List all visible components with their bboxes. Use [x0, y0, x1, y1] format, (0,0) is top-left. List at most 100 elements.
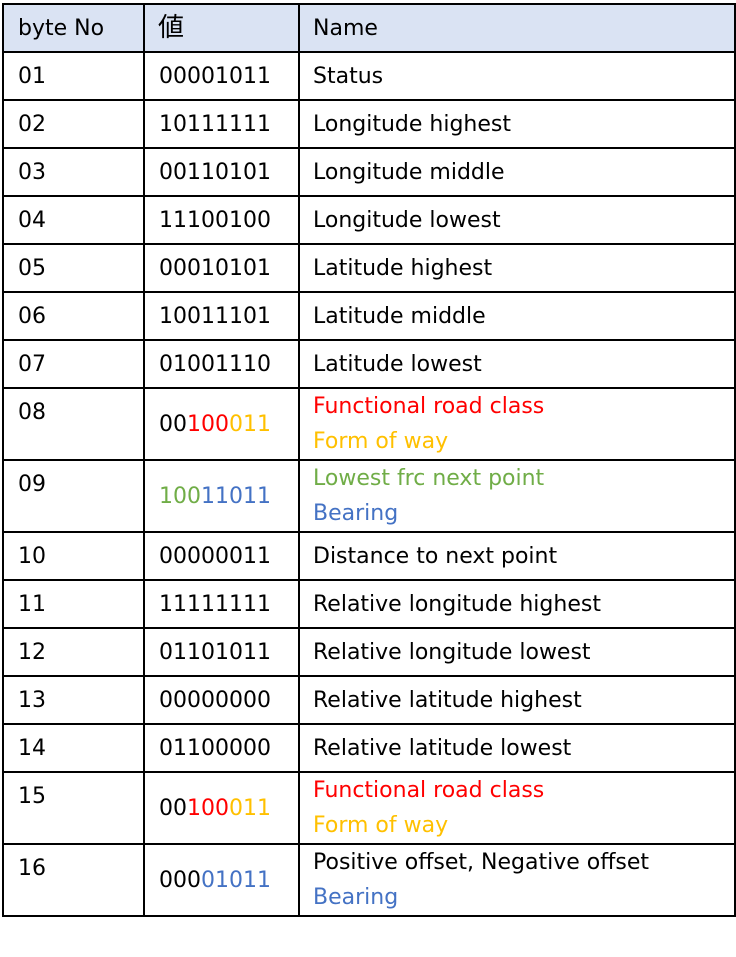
- value-segment: 011: [229, 411, 271, 437]
- value-cell: 11111111: [143, 579, 300, 629]
- name-cell: Longitude middle: [298, 147, 736, 197]
- value-cell: 00001011: [143, 843, 300, 917]
- name-cell: Relative latitude lowest: [298, 723, 736, 773]
- value-cell: 00100011: [143, 387, 300, 461]
- table-row: 04 11100100 Longitude lowest: [2, 195, 736, 245]
- header-name: Name: [298, 3, 736, 53]
- table-row: 14 01100000 Relative latitude lowest: [2, 723, 736, 773]
- name-line: Latitude highest: [313, 255, 493, 281]
- byte-no-cell: 12: [2, 627, 145, 677]
- name-line: Positive offset, Negative offset: [313, 850, 649, 875]
- value-segment: 01011: [201, 867, 271, 893]
- value-segment: 00: [159, 795, 187, 821]
- name-cell: Latitude highest: [298, 243, 736, 293]
- name-cell: Longitude highest: [298, 99, 736, 149]
- value-segment: 00000011: [159, 543, 271, 569]
- byte-no-cell: 13: [2, 675, 145, 725]
- value-cell: 11100100: [143, 195, 300, 245]
- value-cell: 01001110: [143, 339, 300, 389]
- name-line: Relative longitude lowest: [313, 639, 591, 665]
- value-segment: 01100000: [159, 735, 271, 761]
- value-segment: 00010101: [159, 255, 271, 281]
- byte-no-cell: 02: [2, 99, 145, 149]
- byte-no-cell: 14: [2, 723, 145, 773]
- table-header: byte No 値 Name: [2, 3, 736, 53]
- name-cell: Latitude lowest: [298, 339, 736, 389]
- value-segment: 00001011: [159, 63, 271, 89]
- value-segment: 100: [187, 795, 229, 821]
- name-cell: Relative latitude highest: [298, 675, 736, 725]
- header-byte-no: byte No: [2, 3, 145, 53]
- name-line: Lowest frc next point: [313, 466, 545, 491]
- name-line: Longitude lowest: [313, 207, 501, 233]
- name-cell: Longitude lowest: [298, 195, 736, 245]
- table-row: 07 01001110 Latitude lowest: [2, 339, 736, 389]
- value-segment: 00000000: [159, 687, 271, 713]
- table-body: 01 00001011 Status 02 10111111 Longitude high…: [2, 51, 736, 917]
- table-row: 12 01101011 Relative longitude lowest: [2, 627, 736, 677]
- value-cell: 10011101: [143, 291, 300, 341]
- table-row: 02 10111111 Longitude highest: [2, 99, 736, 149]
- value-segment: 100: [159, 483, 201, 509]
- name-line: Functional road class: [313, 778, 545, 803]
- byte-no-cell: 11: [2, 579, 145, 629]
- byte-no-cell: 01: [2, 51, 145, 101]
- name-line: Form of way: [313, 813, 449, 838]
- header-row: byte No 値 Name: [2, 3, 736, 53]
- name-line: Form of way: [313, 429, 449, 454]
- byte-no-cell: 07: [2, 339, 145, 389]
- name-cell: Status: [298, 51, 736, 101]
- table-row: 05 00010101 Latitude highest: [2, 243, 736, 293]
- value-segment: 11100100: [159, 207, 271, 233]
- value-segment: 00110101: [159, 159, 271, 185]
- byte-no-cell: 15: [2, 771, 145, 845]
- name-cell: Distance to next point: [298, 531, 736, 581]
- byte-no-cell: 03: [2, 147, 145, 197]
- value-cell: 10011011: [143, 459, 300, 533]
- header-value: 値: [143, 3, 300, 53]
- value-segment: 11011: [201, 483, 271, 509]
- value-cell: 00010101: [143, 243, 300, 293]
- value-segment: 10011101: [159, 303, 271, 329]
- value-segment: 100: [187, 411, 229, 437]
- name-line: Relative latitude highest: [313, 687, 582, 713]
- name-line: Relative longitude highest: [313, 591, 601, 617]
- name-line: Longitude highest: [313, 111, 511, 137]
- name-line: Longitude middle: [313, 159, 505, 185]
- byte-no-cell: 05: [2, 243, 145, 293]
- byte-no-cell: 08: [2, 387, 145, 461]
- value-segment: 10111111: [159, 111, 271, 137]
- value-segment: 11111111: [159, 591, 271, 617]
- name-line: Functional road class: [313, 394, 545, 419]
- value-segment: 00: [159, 411, 187, 437]
- value-cell: 00000000: [143, 675, 300, 725]
- byte-no-cell: 09: [2, 459, 145, 533]
- name-cell: Relative longitude highest: [298, 579, 736, 629]
- name-line: Distance to next point: [313, 543, 558, 569]
- table-row: 03 00110101 Longitude middle: [2, 147, 736, 197]
- name-line: Relative latitude lowest: [313, 735, 572, 761]
- value-cell: 00100011: [143, 771, 300, 845]
- table-row: 01 00001011 Status: [2, 51, 736, 101]
- byte-no-cell: 16: [2, 843, 145, 917]
- byte-no-cell: 04: [2, 195, 145, 245]
- value-segment: 01001110: [159, 351, 271, 377]
- value-cell: 00001011: [143, 51, 300, 101]
- value-segment: 000: [159, 867, 201, 893]
- name-line: Latitude lowest: [313, 351, 482, 377]
- name-cell: Latitude middle: [298, 291, 736, 341]
- name-line: Latitude middle: [313, 303, 486, 329]
- value-segment: 01101011: [159, 639, 271, 665]
- name-line: Bearing: [313, 885, 399, 910]
- name-line: Bearing: [313, 501, 399, 526]
